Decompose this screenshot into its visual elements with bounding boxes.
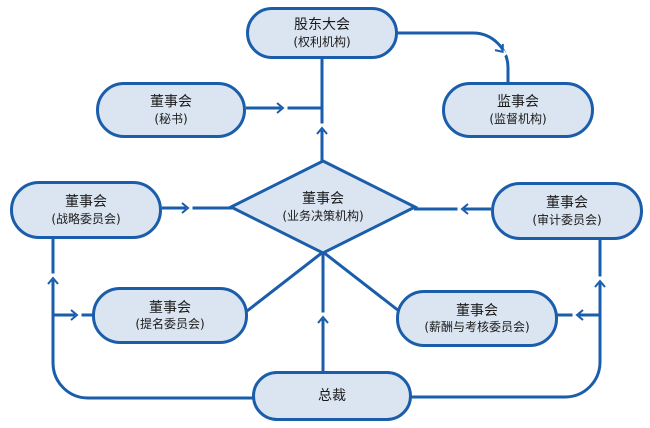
node-title: 总裁 [318, 387, 346, 404]
node-subtitle: (监督机构) [489, 111, 547, 126]
edge-president-left-rail [51, 239, 253, 400]
node-subtitle: (战略委员会) [51, 211, 121, 226]
edge-board-to-compensation [322, 250, 400, 313]
arrowhead-to-trunk [276, 102, 288, 114]
node-subtitle: (权利机构) [293, 34, 351, 49]
arrowhead-to-strategy [47, 273, 59, 285]
node-title: 股东大会 [294, 17, 350, 34]
node-title: 董事会 [546, 195, 588, 212]
edge-president-right-rail [411, 240, 602, 399]
node-subtitle: (薪酬与考核委员会) [424, 320, 530, 335]
arrowhead-to-supervisory [494, 43, 508, 57]
node-title: 董事会 [302, 191, 344, 208]
arrowhead-to-nomination [70, 309, 82, 321]
node-title: 董事会 [65, 194, 107, 211]
diamond-shape-board-decision [227, 159, 419, 255]
node-nomination-committee: 董事会 (提名委员会) [92, 287, 248, 344]
node-subtitle: (审计委员会) [532, 212, 602, 227]
node-subtitle: (业务决策机构) [282, 208, 364, 223]
arrowhead-president-to-board [317, 312, 329, 324]
node-president: 总裁 [252, 371, 412, 421]
edge-board-to-nomination [246, 250, 324, 313]
arrowhead-to-audit [594, 276, 606, 288]
node-audit-committee: 董事会 (审计委员会) [491, 182, 643, 240]
node-shareholders: 股东大会 (权利机构) [246, 7, 398, 59]
arrowhead-strategy-to-board [181, 202, 193, 214]
node-title: 董事会 [456, 302, 498, 319]
node-supervisory-board: 监事会 (监督机构) [442, 82, 594, 138]
arrowhead-audit-to-board [457, 203, 469, 215]
edge-shareholders-to-supervisory [398, 31, 510, 83]
arrowhead-to-compensation [572, 309, 584, 321]
node-title: 监事会 [497, 94, 539, 111]
arrowhead-to-shareholders [316, 123, 328, 135]
node-compensation-committee: 董事会 (薪酬与考核委员会) [396, 290, 558, 347]
node-strategy-committee: 董事会 (战略委员会) [10, 181, 162, 239]
node-board-secretary: 董事会 (秘书) [96, 82, 246, 138]
node-subtitle: (提名委员会) [135, 317, 205, 332]
node-board-decision: 董事会 (业务决策机构) [233, 177, 413, 237]
node-title: 董事会 [150, 94, 192, 111]
node-subtitle: (秘书) [154, 111, 188, 126]
node-title: 董事会 [149, 299, 191, 316]
